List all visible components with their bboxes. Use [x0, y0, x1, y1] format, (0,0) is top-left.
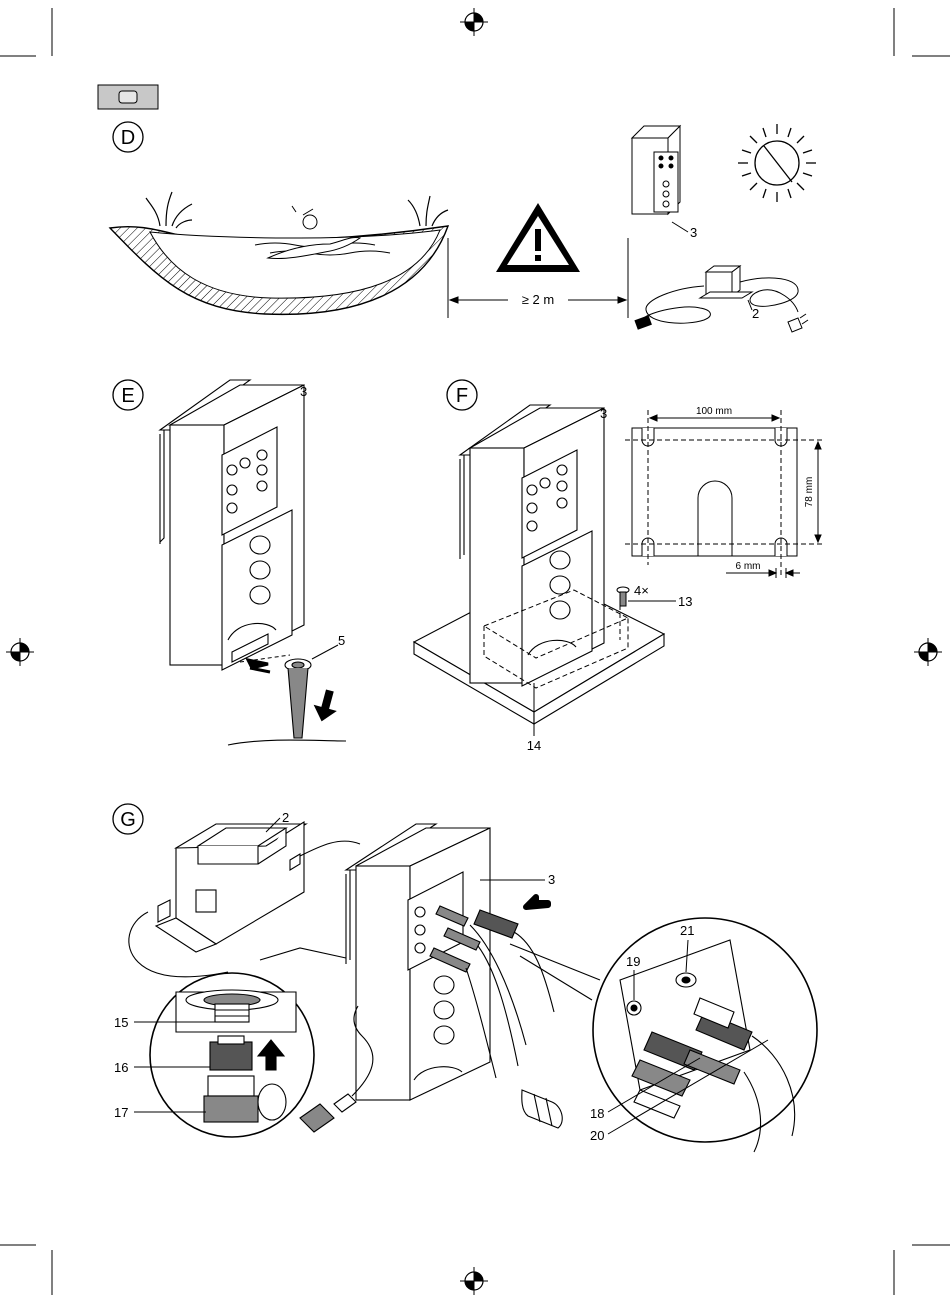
- distance-label: ≥ 2 m: [522, 292, 554, 307]
- part-17-label: 17: [114, 1105, 128, 1120]
- no-sun-icon: [738, 124, 816, 202]
- section-g: G 2: [113, 804, 817, 1152]
- control-box-g: [346, 824, 490, 1100]
- drilling-template: [625, 410, 825, 578]
- screw-quantity: 4×: [634, 583, 649, 598]
- part-3-label-d: 3: [690, 225, 697, 240]
- warning-triangle-icon: [496, 203, 580, 272]
- arrow-left-icon: [248, 660, 270, 672]
- arrow-left-icon: [526, 897, 548, 907]
- control-box-e: [160, 380, 304, 670]
- part-2-label-g: 2: [282, 810, 289, 825]
- part-3-label-g: 3: [548, 872, 555, 887]
- section-label-d: D: [121, 127, 135, 149]
- part-3-label-f: 3: [600, 406, 607, 421]
- screw-icon: [617, 587, 629, 606]
- transformer-small: [635, 266, 808, 332]
- part-20-label: 20: [590, 1128, 604, 1143]
- registration-mark-top: [460, 8, 488, 36]
- part-5-label: 5: [338, 633, 345, 648]
- part-14-label: 14: [527, 738, 541, 753]
- part-21-label: 21: [680, 923, 694, 938]
- part-13-label: 13: [678, 594, 692, 609]
- section-f: F 3: [414, 380, 825, 753]
- part-2-label-d: 2: [752, 306, 759, 321]
- arrow-down-icon: [310, 687, 341, 724]
- section-label-g: G: [120, 809, 136, 831]
- dimension-width: 100 mm: [696, 406, 732, 417]
- registration-mark-left: [6, 638, 34, 666]
- control-box-small: [632, 126, 688, 232]
- pond-illustration: [110, 192, 448, 314]
- control-box-f: [460, 405, 604, 686]
- part-19-label: 19: [626, 954, 640, 969]
- part-15-label: 15: [114, 1015, 128, 1030]
- part-3-label-e: 3: [300, 384, 307, 399]
- section-label-e: E: [121, 385, 134, 407]
- registration-mark-bottom: [460, 1267, 488, 1295]
- registration-mark-right: [914, 638, 942, 666]
- language-tab-icon: [98, 85, 158, 109]
- dimension-height: 78 mm: [804, 477, 815, 508]
- dimension-hole: 6 mm: [736, 561, 761, 572]
- section-d: D ≥ 2 m: [110, 122, 816, 332]
- part-18-label: 18: [590, 1106, 604, 1121]
- section-e: E 3: [113, 380, 346, 745]
- part-16-label: 16: [114, 1060, 128, 1075]
- section-label-f: F: [456, 385, 468, 407]
